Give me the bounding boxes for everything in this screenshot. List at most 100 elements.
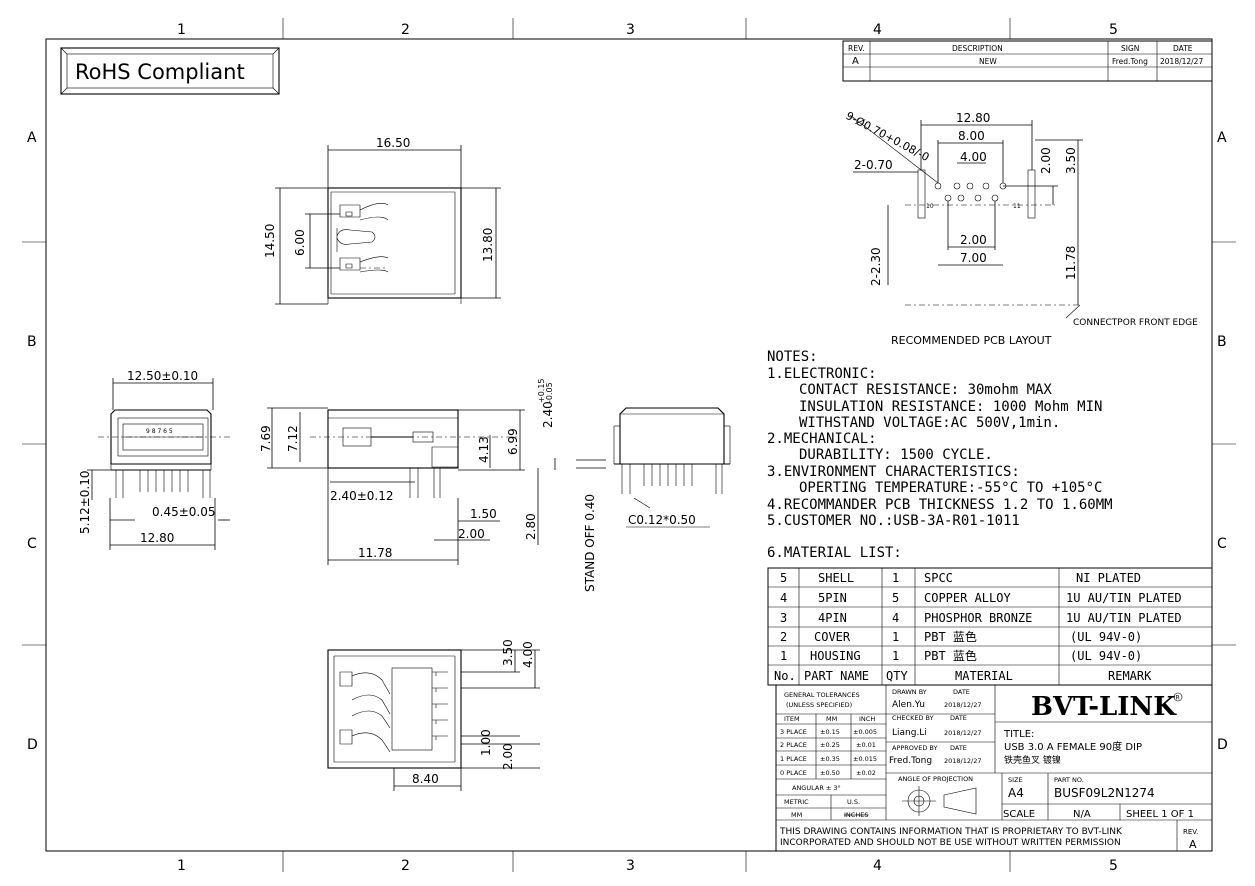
mat-row-2-material: COPPER ALLOY [924,591,1011,605]
pcb-pin-11: 11 [1013,203,1021,210]
mat-row-4-material: PBT 蓝色 [924,630,977,644]
zone-col-2-bottom: 2 [401,858,410,874]
zone-col-4: 4 [873,22,882,38]
mat-row-3-no: 3 [780,611,787,625]
projection-symbol [902,786,977,816]
front-pitch-label: 0.45±0.05 [152,505,216,519]
mat-row-4-part: COVER [814,630,851,644]
registered-mark: R [1176,695,1180,702]
approved-by-label: APPROVED BY [892,744,938,752]
mat-header-no: No. [774,669,796,683]
drawn-date-label: DATE [953,688,970,696]
mat-row-5-part: HOUSING [810,649,861,663]
rohs-text: RoHS Compliant [75,60,245,84]
pcb-caption: RECOMMENDED PCB LAYOUT [891,334,1052,347]
pcb-r2-label: 3.50 [1064,147,1078,174]
top-height-label: 14.50 [263,224,277,258]
pcb-w4-label: 2.00 [960,233,987,247]
top-view [327,187,462,304]
bottom-view [327,649,462,769]
rev-header-rev: REV. [848,44,865,53]
tol-row-1-item: 3 PLACE [780,728,807,736]
zone-row-a: A [27,130,37,146]
tol-angular: ANGULAR ± 3° [792,784,841,792]
notes-line-8: OPERTING TEMPERATURE:-55°C TO +105°C [799,480,1102,496]
rev-label: REV. [1183,828,1198,836]
zone-labels: 1 2 3 4 5 1 2 3 4 5 A B C D A B C D [27,22,1228,874]
zone-row-a-right: A [1217,130,1227,146]
side-w1-label: 1.50 [470,507,497,521]
side-tol-main: 2.40 [541,401,555,428]
pcb-layout: 10 11 [905,169,1080,306]
bottom-b-label: 4.00 [521,641,535,668]
tol-header-inch: INCH [859,715,875,723]
rev-header-sign: SIGN [1121,44,1139,53]
side-pin-len-label: 2.80 [524,513,538,540]
notes: NOTES: 1.ELECTRONIC: CONTACT RESISTANCE:… [767,349,1113,561]
tol-mm: MM [791,811,802,819]
mat-row-1-no: 5 [780,571,787,585]
mat-row-4-qty: 1 [892,630,899,644]
pcb-layout-dims: 12.80 8.00 4.00 2.00 7.00 2-0.70 2-2.30 … [844,109,1199,347]
tol-inches: INCHES [844,811,868,819]
tol-header-item: ITEM [784,715,800,723]
mat-row-1-part: SHELL [818,571,854,585]
side-h1-label: 7.69 [259,425,273,452]
mat-header-remark: REMARK [1108,669,1152,683]
rohs-stamp: RoHS Compliant [60,47,280,95]
zone-col-1: 1 [177,22,186,38]
scale-label: SCALE [1003,809,1035,820]
top-view-dims: 16.50 14.50 6.00 13.80 [263,136,501,305]
size-label: SIZE [1008,776,1023,784]
mat-row-5-remark: (UL 94V-0) [1070,649,1142,663]
checked-date: 2018/12/27 [944,729,981,737]
side-d2-label: 6.99 [506,428,520,455]
pcb-hole-note: 9-Ø0.70+0.08/-0 [844,109,932,164]
front-view-dims: 12.50±0.10 0.45±0.05 12.80 5.12±0.10 [78,369,230,550]
tol-metric: METRIC [784,798,809,806]
mat-row-3-qty: 4 [892,611,899,625]
pcb-left2-label: 2-2.30 [869,247,883,286]
mat-row-3-remark: 1U AU/TIN PLATED [1066,611,1182,625]
approved-date: 2018/12/27 [944,757,981,765]
mat-row-2-remark: 1U AU/TIN PLATED [1066,591,1182,605]
zone-row-c: C [27,536,37,552]
outer-frame [45,38,1213,852]
pcb-w2-label: 8.00 [958,129,985,143]
rear-view: C0.12*0.50 [613,407,731,528]
mat-row-4-remark: (UL 94V-0) [1070,630,1142,644]
tol-row-1-inch: ±0.005 [853,728,877,736]
rev-value: A [852,56,859,67]
tol-row-2-item: 2 PLACE [780,741,807,749]
projection-label: ANGLE OF PROJECTION [898,775,973,783]
drawn-date: 2018/12/27 [944,701,981,709]
standoff-dim: STAND OFF 0.40 [576,459,606,592]
side-w3-label: 11.78 [358,546,392,560]
drawn-by-label: DRAWN BY [892,688,927,696]
top-right-label: 13.80 [481,228,495,262]
tol-us: U.S. [847,798,860,806]
bottom-c-label: 1.00 [479,729,493,756]
mat-header-material: MATERIAL [955,669,1013,683]
title-text: USB 3.0 A FEMALE 90度 DIP [1004,740,1142,753]
mat-row-5-material: PBT 蓝色 [924,649,977,663]
mat-row-5-no: 1 [780,649,787,663]
pcb-pin-10: 10 [926,203,934,210]
pcb-w5-label: 7.00 [960,251,987,265]
side-tol-down: -0.05 [545,382,554,403]
mat-row-5-qty: 1 [892,649,899,663]
scale-value: N/A [1073,809,1091,820]
mat-row-3-part: 4PIN [818,611,847,625]
front-bottom-label: 12.80 [140,531,174,545]
pcb-r3-label: 11.78 [1064,246,1078,280]
side-d1-label: 4.13 [477,436,491,463]
top-width-label: 16.50 [376,136,410,150]
pcb-left1-label: 2-0.70 [854,158,893,172]
pcb-w3-label: 4.00 [960,150,987,164]
tol-title-2: (UNLESS SPECIFIED) [786,701,852,709]
zone-col-3-bottom: 3 [626,858,635,874]
tol-row-4-item: 0 PLACE [780,769,807,777]
rev-header-date: DATE [1173,44,1193,53]
rev-header-description: DESCRIPTION [952,44,1003,53]
